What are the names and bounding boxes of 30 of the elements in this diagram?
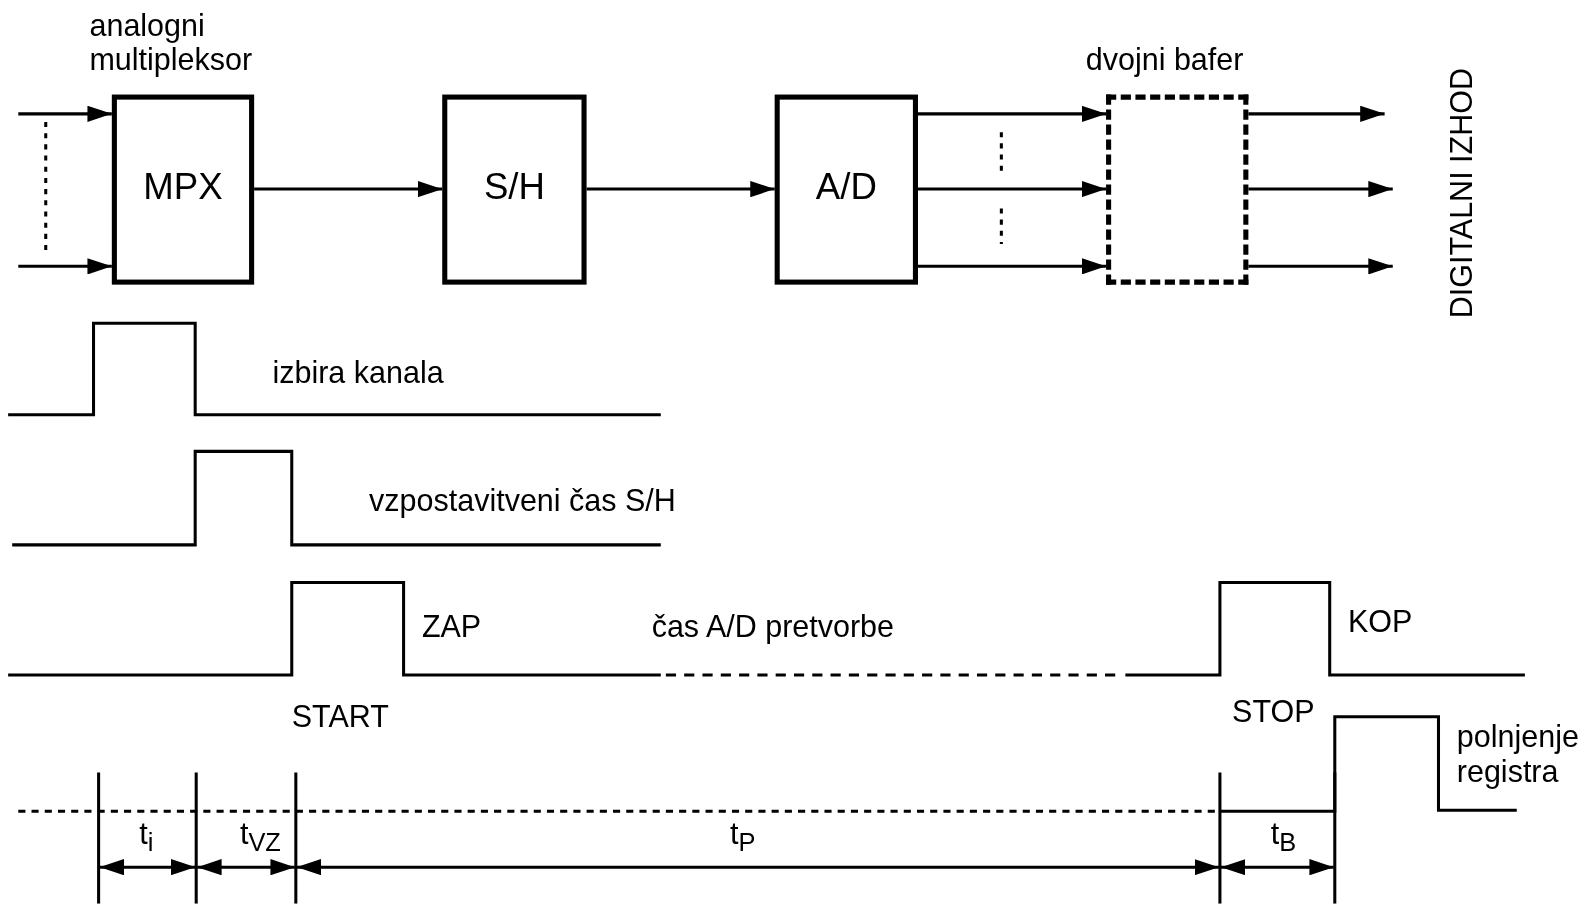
- arrow: [254, 180, 443, 198]
- block-box: [774, 94, 918, 285]
- block-label: S/H: [482, 169, 546, 204]
- signal-label: polnjenje registra: [1456, 719, 1580, 789]
- block-label: A/D: [814, 169, 878, 204]
- arrow: [18, 105, 112, 122]
- time-label: t$_{P}$: [729, 816, 756, 858]
- block-heading: dvojni bafer: [1085, 42, 1245, 78]
- signal-label: STOP: [1232, 694, 1315, 729]
- block-label: MPX: [142, 169, 224, 204]
- signal-label: čas A/D pretvorbe: [651, 609, 895, 645]
- block-box: [442, 94, 587, 285]
- signal-label: vzpostavitveni čas S/H: [369, 483, 676, 519]
- arrow: [586, 180, 775, 198]
- arrow: [1248, 258, 1393, 275]
- arrow: [918, 258, 1107, 275]
- signal-label: izbira kanala: [272, 355, 444, 391]
- signal-label: START: [291, 699, 389, 734]
- signal-label: KOP: [1348, 604, 1413, 640]
- time-label: t$_{i}$: [139, 816, 154, 858]
- arrow: [18, 258, 112, 275]
- time-label: t$_{VZ}$: [239, 816, 281, 858]
- arrow: [1248, 105, 1385, 122]
- arrow: [918, 105, 1107, 122]
- signal-label: ZAP: [421, 609, 482, 645]
- arrow: [1248, 180, 1393, 198]
- arrow: [918, 180, 1107, 198]
- time-label: t$_{B}$: [1270, 816, 1297, 858]
- block-heading: analogni multipleksor: [89, 8, 254, 78]
- output-label: DIGITALNI IZHOD: [1444, 68, 1480, 319]
